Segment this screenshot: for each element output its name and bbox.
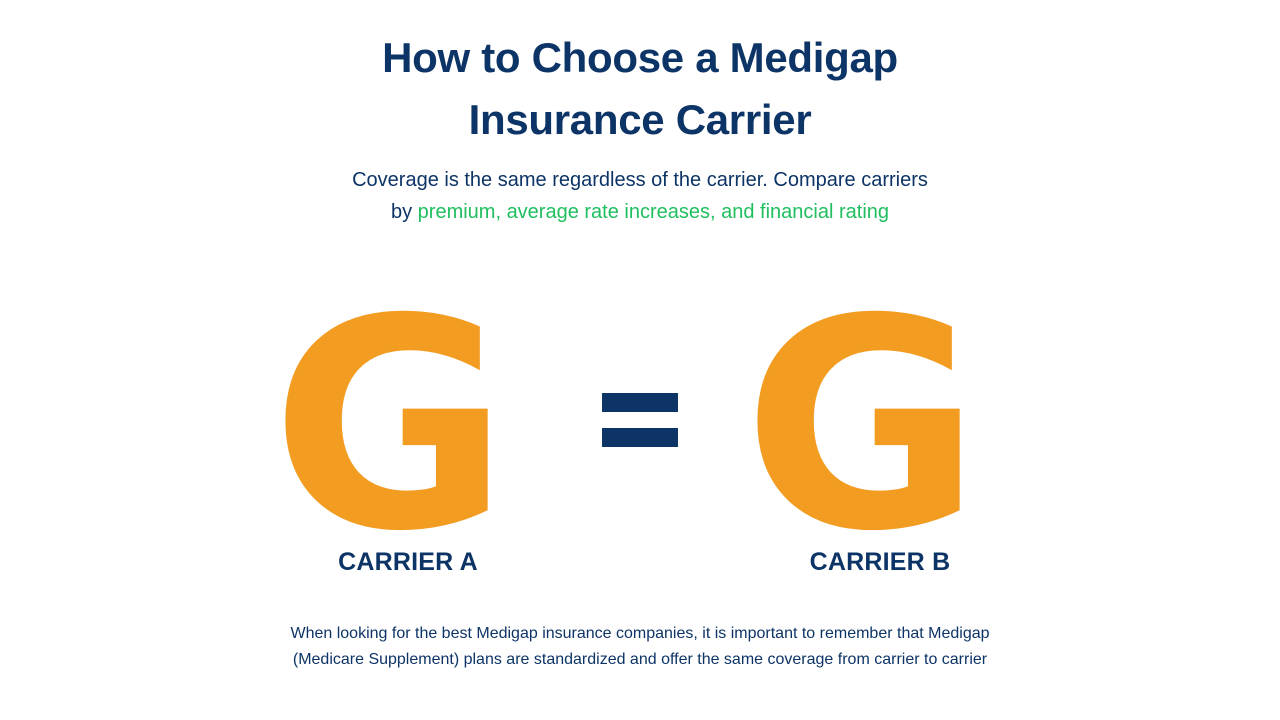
- plan-g-letter-right: G: [750, 300, 1010, 540]
- carrier-b: G CARRIER B: [750, 300, 1010, 578]
- footnote-line-2: (Medicare Supplement) plans are standard…: [292, 651, 988, 668]
- plan-g-glyph-right: G: [750, 300, 981, 540]
- subtitle-line-1: Coverage is the same regardless of the c…: [352, 169, 928, 191]
- carrier-b-label: CARRIER B: [809, 548, 951, 576]
- equals-bar-top: [602, 393, 678, 412]
- plan-g-text-right: G: [750, 300, 981, 540]
- carrier-a-label: CARRIER A: [338, 548, 478, 576]
- subtitle-highlight: premium, average rate increases, and fin…: [417, 201, 890, 223]
- title-line-1: How to Choose a Medigap: [382, 34, 898, 81]
- carrier-a: G CARRIER A: [278, 300, 538, 578]
- plan-g-letter-left: G: [278, 300, 538, 540]
- title-line-2: Insurance Carrier: [468, 96, 812, 143]
- footnote: When looking for the best Medigap insura…: [0, 621, 1280, 673]
- plan-g-glyph-left: G: [278, 300, 509, 540]
- equals-bar-bottom: [602, 428, 678, 447]
- equals-icon: [602, 393, 678, 447]
- subtitle: Coverage is the same regardless of the c…: [0, 164, 1280, 228]
- plan-g-text-left: G: [278, 300, 509, 540]
- page-title: How to Choose a Medigap Insurance Carrie…: [0, 27, 1280, 151]
- footnote-line-1: When looking for the best Medigap insura…: [290, 625, 990, 642]
- subtitle-line-2-prefix: by: [390, 201, 418, 223]
